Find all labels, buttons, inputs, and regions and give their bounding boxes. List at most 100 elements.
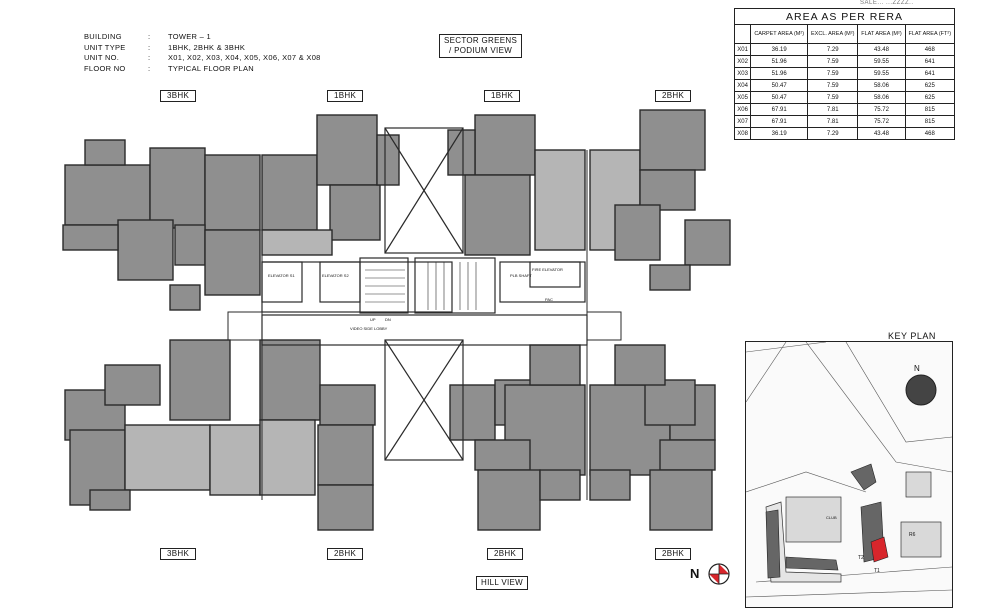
rera-header-cell [733,24,752,44]
lobby-label: VIDEO SIDE LOBBY [350,326,388,331]
info-separator: : [148,63,151,73]
unit-tag-bottom-2: 2BHK [327,548,364,560]
rera-cell: 43.48 [857,43,906,56]
rera-cell: 7.59 [807,91,859,104]
compass-icon [708,563,730,585]
rera-cell: 50.47 [750,79,809,92]
info-separator: : [148,53,151,62]
rera-cell: 59.55 [857,55,906,68]
rera-cell: X07 [733,115,752,128]
rera-cell: 7.59 [807,79,859,92]
info-key: BUILDING [84,32,122,41]
top-view-label: SECTOR GREENS / PODIUM VIEW [439,34,523,58]
up-label: UP [370,317,376,322]
unit-x07-bottom-2bhk [259,339,376,531]
rera-area-table: AREA AS PER RERA CARPET AREA (M²)EXCL. A… [733,8,956,140]
rera-cell: 7.59 [807,55,859,68]
rera-cell: X08 [733,127,752,140]
rera-cell: X05 [733,91,752,104]
info-key: FLOOR NO [84,63,126,73]
rera-cell: 58.06 [857,79,906,92]
key-plan-label: KEY PLAN [888,331,936,341]
rera-cell: 67.91 [750,115,809,128]
unit-tag-bottom-4: 2BHK [655,548,692,560]
rera-cell: 7.81 [807,115,859,128]
unit-x01-top-left-3bhk [62,139,261,311]
rera-cell: 50.47 [750,91,809,104]
key-plan-highlight [870,536,889,563]
elevator-s2-label: ELEVATOR S2 [322,273,349,278]
rera-cell: X03 [733,67,752,80]
core [261,127,588,461]
key-plan-club: CLUB [826,515,837,520]
rera-cell: X06 [733,103,752,116]
rera-cell: 468 [904,43,956,56]
unit-x06-bottom-2bhk [449,344,586,531]
bottom-view-label: HILL VIEW [476,576,528,590]
rera-cell: 43.48 [857,127,906,140]
rera-cell: 815 [904,103,956,116]
key-plan-t2: T2 [858,555,864,561]
info-key: UNIT NO. [84,53,120,62]
rera-header-cell: FLAT AREA (FT²) [904,24,956,44]
key-plan-north-circle [905,374,937,406]
rera-header-cell: EXCL. AREA (M²) [807,24,859,44]
key-plan: N CLUB T2 T1 R6 [745,341,953,608]
header-note: SALE... ...ZZZZ.. [860,0,914,6]
info-row: BUILDING:TOWER – 1 [84,32,321,43]
unit-tag-top-4: 2BHK [655,90,692,102]
rera-cell: 468 [904,127,956,140]
rera-cell: 51.96 [750,67,809,80]
rera-cell: 67.91 [750,103,809,116]
rera-cell: 625 [904,79,956,92]
dn-label: DN [385,317,391,322]
key-plan-north: N [914,364,920,373]
pac-label: PAC [545,297,553,302]
rera-cell: 58.06 [857,91,906,104]
info-row: UNIT NO.:X01, X02, X03, X04, X05, X06, X… [84,53,321,64]
rera-cell: 36.19 [750,127,809,140]
unit-tag-top-3: 1BHK [484,90,521,102]
unit-x05-bottom-right-2bhk [589,344,716,531]
info-separator: : [148,42,151,52]
rera-header-cell: CARPET AREA (M²) [750,24,809,44]
north-label: N [690,566,700,581]
rera-cell: 7.29 [807,43,859,56]
unit-x03-top-1bhk [447,114,586,256]
unit-tag-top-1: 3BHK [160,90,197,102]
rera-cell: X01 [733,43,752,56]
rera-cell: X02 [733,55,752,68]
plumbing-shaft-label: PLB SHAFT [510,273,532,278]
rera-cell: 7.59 [807,67,859,80]
fire-elevator-label: FIRE ELEVATOR [532,267,563,272]
key-plan-t1: T1 [874,568,880,574]
rera-cell: 7.81 [807,103,859,116]
unit-x02-top-1bhk [261,114,400,256]
info-row: FLOOR NO: TYPICAL FLOOR PLAN [84,64,321,75]
rera-cell: 51.96 [750,55,809,68]
unit-tag-bottom-3: 2BHK [487,548,524,560]
unit-x08-bottom-left-3bhk [64,339,261,511]
info-row: UNIT TYPE:1BHK, 2BHK & 3BHK [84,43,321,54]
rera-cell: 36.19 [750,43,809,56]
rera-cell: 75.72 [857,103,906,116]
unit-x04-top-right-2bhk [589,109,731,291]
rera-table-title: AREA AS PER RERA [734,8,955,25]
info-value: TYPICAL FLOOR PLAN [168,63,254,73]
rera-cell: 815 [904,115,956,128]
rera-cell: X04 [733,79,752,92]
rera-cell: 641 [904,55,956,68]
rera-cell: 75.72 [857,115,906,128]
unit-tag-bottom-1: 3BHK [160,548,197,560]
rera-cell: 7.29 [807,127,859,140]
